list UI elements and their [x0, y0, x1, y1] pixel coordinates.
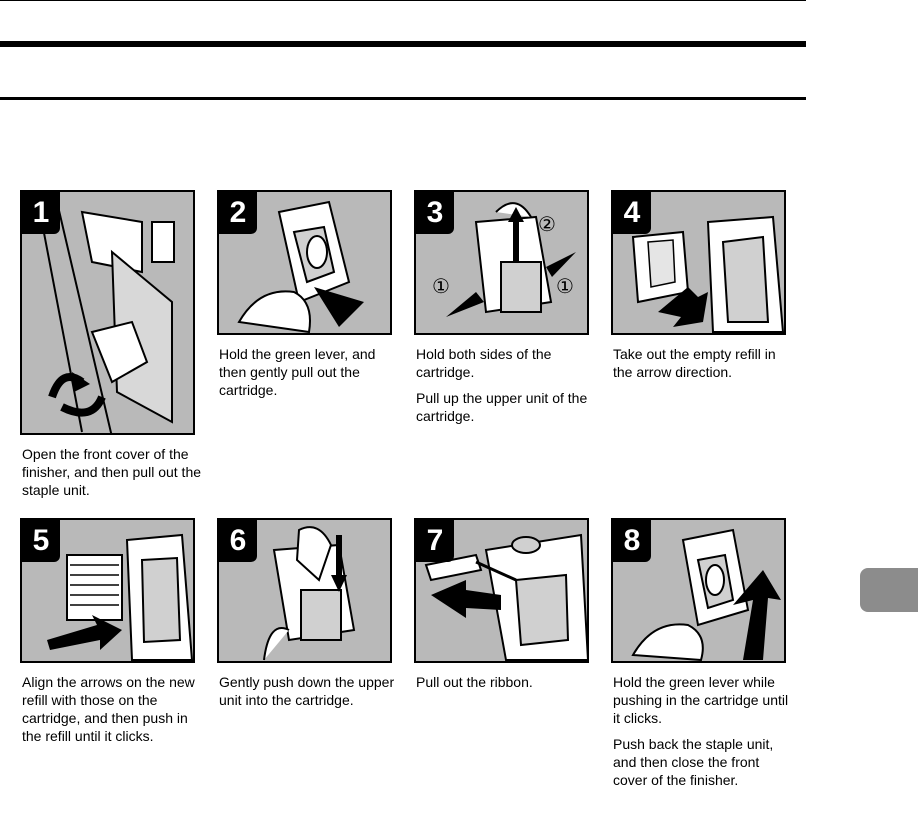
step-6-illustration: 6: [217, 518, 392, 663]
ribbon-drawing: [424, 533, 587, 661]
step-1-illustration: 1: [20, 190, 195, 435]
step-6-number: 6: [219, 520, 257, 562]
cartridge-lever-drawing: [237, 200, 364, 333]
step-3-illustration: 3 ① ② ①: [414, 190, 589, 335]
callout-2: ②: [538, 214, 556, 236]
step-3-text-1: Hold both sides of the cartridge.: [416, 346, 552, 380]
step-2-illustration: 2: [217, 190, 392, 335]
chapter-side-tab: [860, 568, 918, 612]
step-3-text-2: Pull up the upper unit of the cartridge.: [416, 390, 588, 424]
header-thick-rule: [0, 41, 806, 47]
step-2-caption: Hold the green lever, and then gently pu…: [219, 345, 399, 407]
step-8-number: 8: [613, 520, 651, 562]
step-4-illustration: 4: [611, 190, 786, 335]
step-6-text-1: Gently push down the upper unit into the…: [219, 674, 395, 708]
step-5-illustration: 5: [20, 518, 195, 663]
step-2-number: 2: [219, 192, 257, 234]
upper-unit-push-drawing: [263, 526, 356, 661]
new-refill-drawing: [47, 533, 193, 661]
step-8-illustration: 8: [611, 518, 786, 663]
step-7-text-1: Pull out the ribbon.: [416, 674, 533, 690]
step-4-caption: Take out the empty refill in the arrow d…: [613, 345, 793, 389]
step-5-caption: Align the arrows on the new refill with …: [22, 673, 202, 753]
finisher-cover-drawing: [39, 201, 175, 433]
step-1-caption: Open the front cover of the finisher, an…: [22, 445, 202, 507]
step-2-text-1: Hold the green lever, and then gently pu…: [219, 346, 376, 398]
step-6-caption: Gently push down the upper unit into the…: [219, 673, 399, 717]
header-bottom-rule: [0, 97, 806, 100]
step-4-text-1: Take out the empty refill in the arrow d…: [613, 346, 776, 380]
step-8-text-2: Push back the staple unit, and then clos…: [613, 736, 774, 788]
step-7-caption: Pull out the ribbon.: [416, 673, 596, 699]
empty-refill-drawing: [631, 215, 784, 333]
step-3-number: 3: [416, 192, 454, 234]
step-3-caption: Hold both sides of the cartridge. Pull u…: [416, 345, 596, 433]
callout-1-right: ①: [556, 276, 574, 298]
step-4-number: 4: [613, 192, 651, 234]
step-5-number: 5: [22, 520, 60, 562]
step-1-text-1: Open the front cover of the finisher, an…: [22, 446, 202, 498]
cartridge-sides-drawing: [446, 202, 576, 317]
step-7-number: 7: [416, 520, 454, 562]
step-8-caption: Hold the green lever while pushing in th…: [613, 673, 793, 797]
header-top-rule: [0, 0, 806, 1]
step-8-text-1: Hold the green lever while pushing in th…: [613, 674, 789, 726]
step-5-text-1: Align the arrows on the new refill with …: [22, 674, 195, 744]
staple-unit-return-drawing: [631, 528, 781, 661]
callout-1-left: ①: [432, 276, 450, 298]
step-7-illustration: 7: [414, 518, 589, 663]
step-1-number: 1: [22, 192, 60, 234]
